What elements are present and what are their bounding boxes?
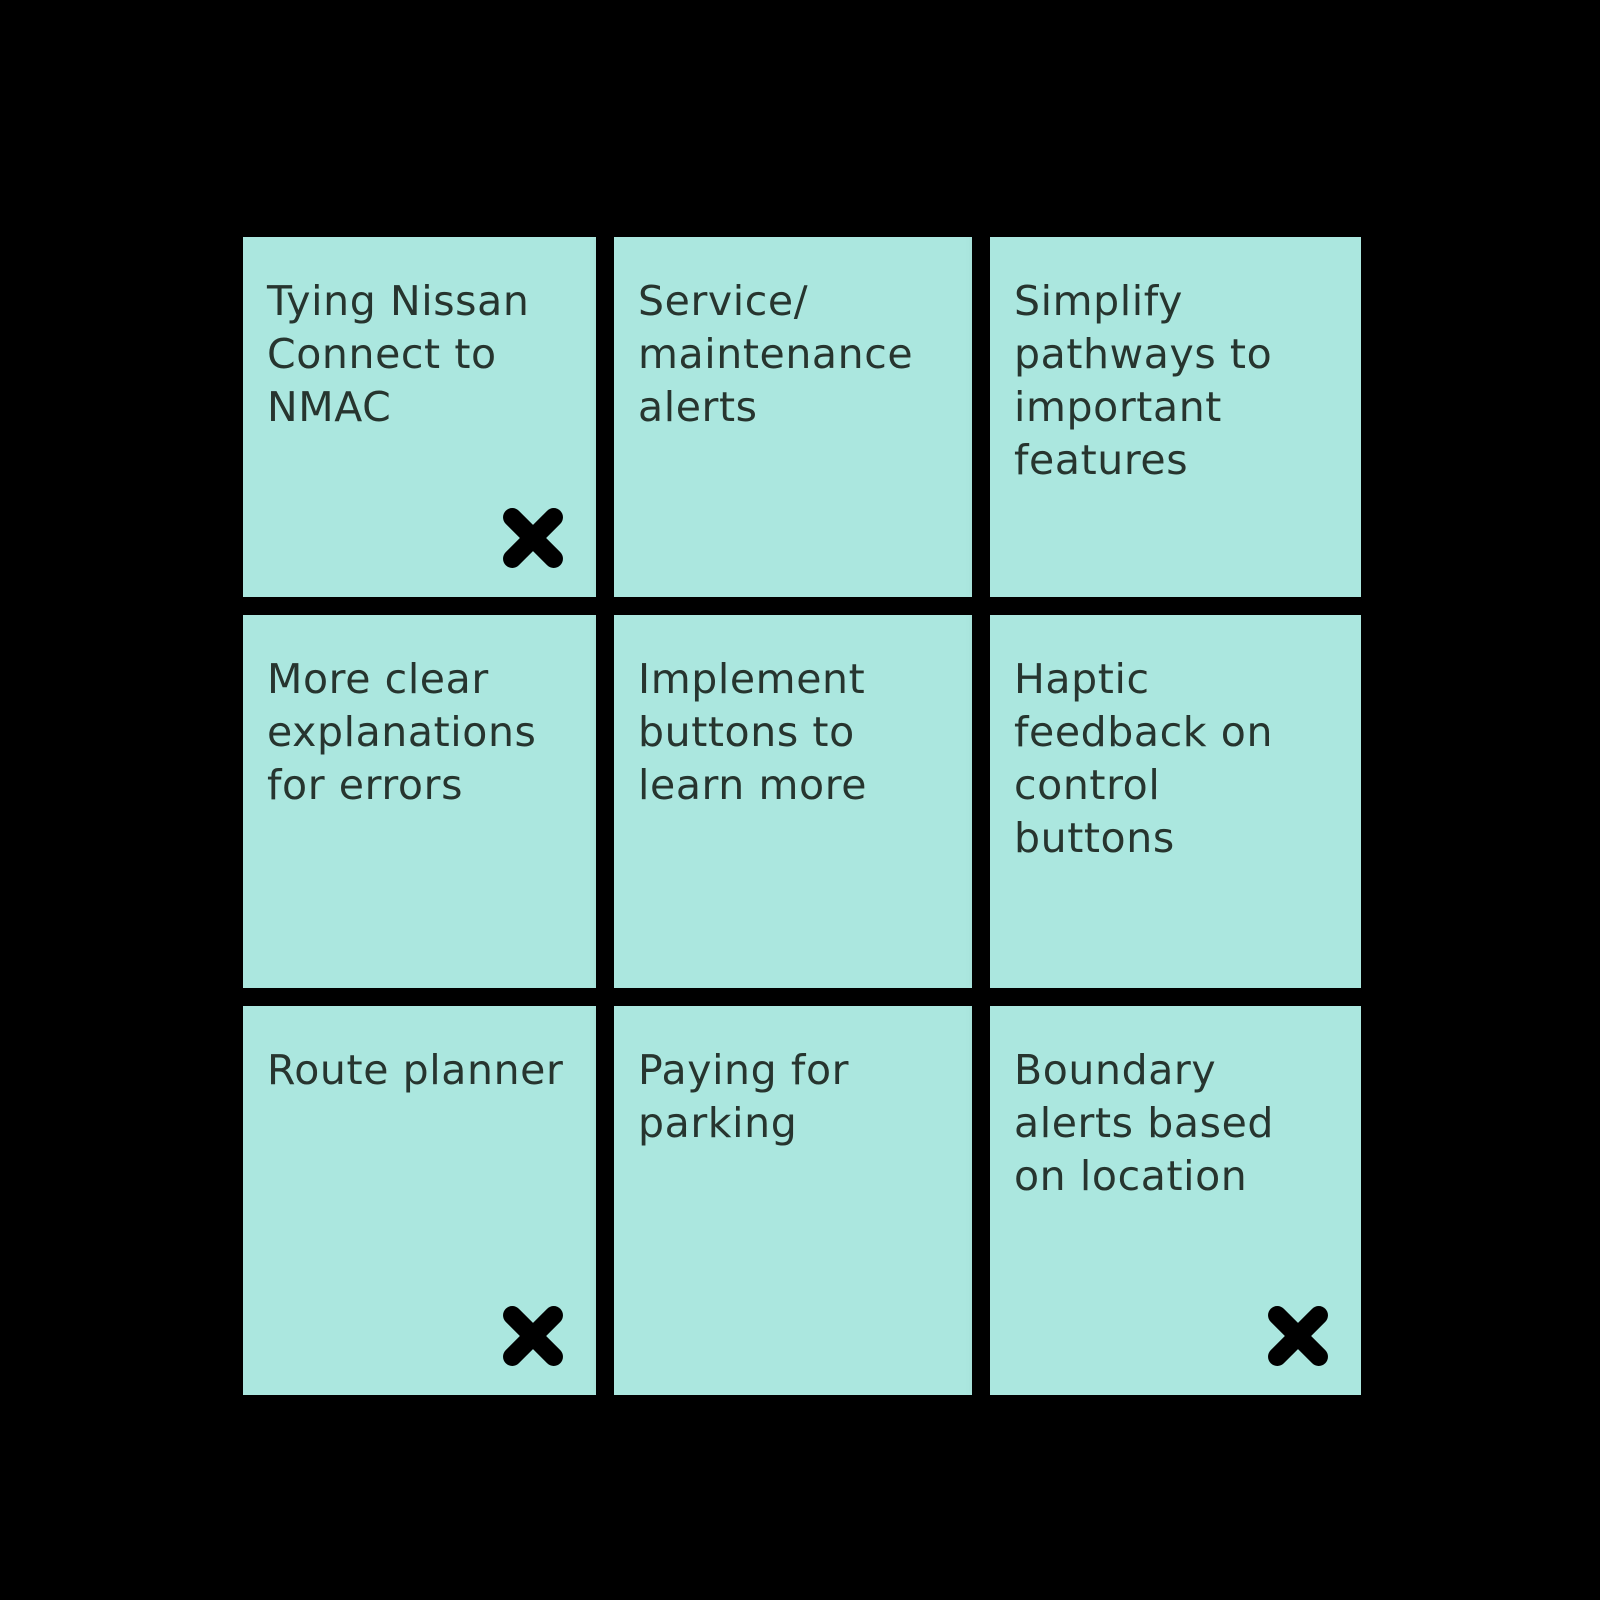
sticky-note-text: Simplify pathways to important features [1014, 277, 1273, 484]
sticky-note-6[interactable]: Haptic feedback on control buttons [990, 615, 1361, 988]
sticky-note-text: Implement buttons to learn more [638, 655, 868, 809]
sticky-note-text: Boundary alerts based on location [1014, 1046, 1275, 1200]
sticky-note-7[interactable]: Route planner [243, 1006, 596, 1395]
sticky-note-4[interactable]: More clear explanations for errors [243, 615, 596, 988]
sticky-note-text: Paying for parking [638, 1046, 850, 1147]
sticky-note-9[interactable]: Boundary alerts based on location [990, 1006, 1361, 1395]
sticky-note-text: Tying Nissan Connect to NMAC [267, 277, 530, 431]
sticky-note-8[interactable]: Paying for parking [614, 1006, 972, 1395]
sticky-note-3[interactable]: Simplify pathways to important features [990, 237, 1361, 597]
sticky-note-text: Route planner [267, 1046, 564, 1094]
sticky-note-text: Service/ maintenance alerts [638, 277, 914, 431]
sticky-note-text: Haptic feedback on control buttons [1014, 655, 1274, 862]
sticky-note-grid: Tying Nissan Connect to NMAC Service/ ma… [243, 237, 1361, 1395]
sticky-note-2[interactable]: Service/ maintenance alerts [614, 237, 972, 597]
sticky-note-5[interactable]: Implement buttons to learn more [614, 615, 972, 988]
x-mark-icon[interactable] [496, 501, 570, 575]
x-mark-icon[interactable] [1261, 1299, 1335, 1373]
x-mark-icon[interactable] [496, 1299, 570, 1373]
sticky-note-text: More clear explanations for errors [267, 655, 537, 809]
sticky-note-1[interactable]: Tying Nissan Connect to NMAC [243, 237, 596, 597]
